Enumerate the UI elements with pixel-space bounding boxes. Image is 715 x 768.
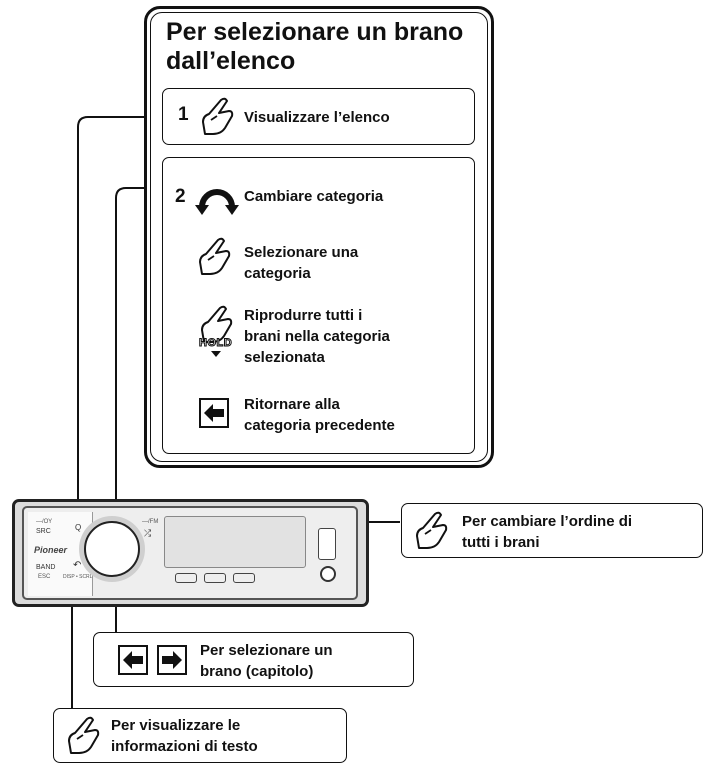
connector-step1 xyxy=(77,116,168,505)
preset-button[interactable] xyxy=(175,573,197,583)
rotate-knob-icon xyxy=(195,189,239,215)
instruction-panel-inner xyxy=(150,12,488,462)
left-arrow-icon xyxy=(118,645,148,675)
step2-back-label: Ritornare alla categoria precedente xyxy=(244,396,395,434)
panel-title-line1: Per selezionare un brano xyxy=(166,18,464,46)
back-arrow-icon xyxy=(199,398,229,428)
step2-rotate-label: Cambiare categoria xyxy=(244,188,384,205)
step2-hold-label: Riprodurre tutti i brani nella categoria… xyxy=(244,307,390,366)
band-button[interactable]: BAND xyxy=(36,564,56,571)
order-callout-label: Per cambiare l’ordine di tutti i brani xyxy=(462,513,633,551)
display-window xyxy=(164,516,306,568)
hold-arrow-icon xyxy=(211,351,221,357)
order-callout xyxy=(401,503,703,558)
track-callout xyxy=(93,632,414,687)
back-button[interactable]: ↶ xyxy=(73,560,82,571)
brand-logo: Pioneer xyxy=(34,545,68,555)
preset-button[interactable] xyxy=(204,573,226,583)
finger-press-icon xyxy=(68,716,100,754)
preset-button[interactable] xyxy=(233,573,255,583)
hold-badge: HOLD xyxy=(198,337,233,350)
random-button[interactable]: ⤮ xyxy=(144,528,152,538)
finger-press-icon xyxy=(416,511,448,549)
rotary-knob[interactable] xyxy=(84,521,140,577)
text-info-callout xyxy=(53,708,347,763)
track-callout-label: Per selezionare un brano (capitolo) xyxy=(200,642,333,680)
panel-title-line2: dall’elenco xyxy=(166,47,296,75)
step1-label: Visualizzare l’elenco xyxy=(244,109,390,126)
usb-port[interactable] xyxy=(318,528,336,560)
search-button[interactable]: Q xyxy=(75,523,82,532)
panel-title: Per selezionare un brano dall’elenco xyxy=(166,18,486,76)
text-info-callout-label: Per visualizzare le informazioni di test… xyxy=(111,717,258,755)
right-arrow-icon xyxy=(157,645,187,675)
right-small-label: —/FM xyxy=(142,519,159,525)
aux-jack[interactable] xyxy=(320,566,336,582)
src-button[interactable]: SRC xyxy=(36,528,51,535)
finger-press-icon xyxy=(202,97,234,135)
step2-select-label: Selezionare una categoria xyxy=(244,244,359,282)
small-left-bottom-label: ESC xyxy=(38,574,51,580)
step2-number: 2 xyxy=(175,186,186,207)
small-left-top-label: —/ΟΥ xyxy=(36,519,53,525)
connector-step2 xyxy=(115,187,168,632)
finger-press-icon xyxy=(199,237,231,275)
finger-hold-icon xyxy=(201,305,233,343)
step1-number: 1 xyxy=(178,104,189,125)
disp-label: DISP • SCRL xyxy=(63,574,93,580)
